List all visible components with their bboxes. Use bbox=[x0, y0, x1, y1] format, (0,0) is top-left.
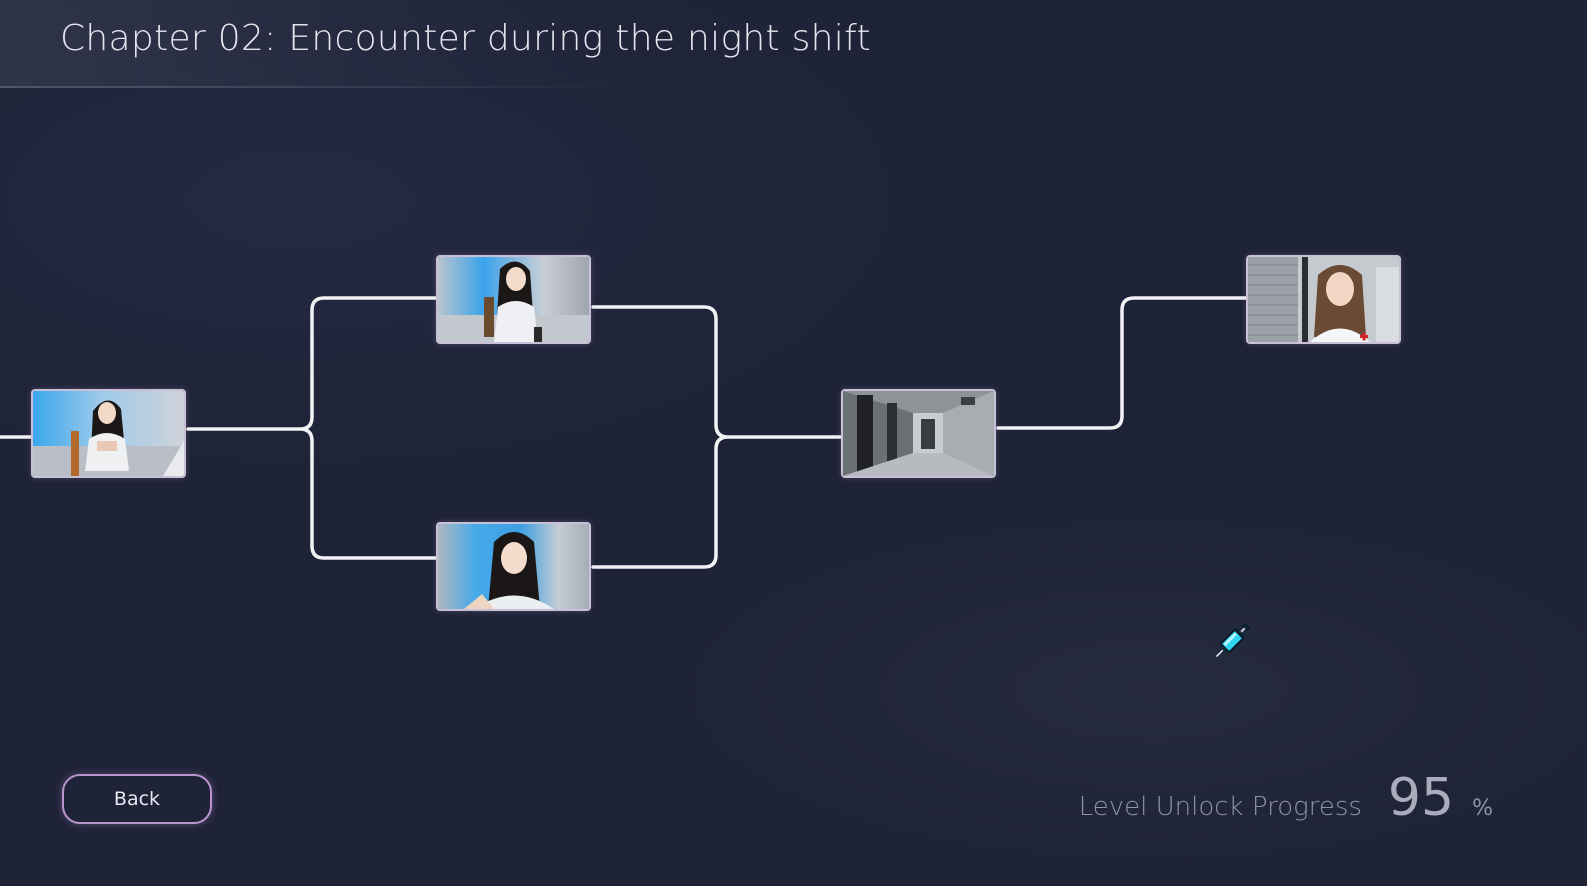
progress-label: Level Unlock Progress bbox=[1078, 792, 1362, 822]
scene-node-4[interactable] bbox=[1246, 255, 1401, 344]
progress-value: 95 bbox=[1387, 768, 1455, 828]
level-unlock-progress: Level Unlock Progress 95 % bbox=[1079, 768, 1493, 828]
scene-thumbnail-hospital-corridor bbox=[843, 391, 994, 476]
scene-node-3[interactable] bbox=[841, 389, 996, 478]
scene-node-2b[interactable] bbox=[436, 522, 591, 611]
scene-thumbnail-nurse-portrait bbox=[1248, 257, 1399, 342]
path-branch-split bbox=[186, 296, 439, 560]
chapter-title: Chapter 02: Encounter during the night s… bbox=[60, 18, 871, 59]
scene-thumbnail-woman-seated bbox=[33, 391, 184, 476]
scene-node-1[interactable] bbox=[31, 389, 186, 478]
scene-thumbnail-woman-seated-top bbox=[438, 257, 589, 342]
scene-node-2a[interactable] bbox=[436, 255, 591, 344]
back-button[interactable]: Back bbox=[62, 774, 212, 824]
path-final-line bbox=[996, 296, 1249, 430]
path-branch-merge bbox=[591, 305, 844, 569]
title-bar: Chapter 02: Encounter during the night s… bbox=[0, 0, 871, 88]
scene-thumbnail-woman-closeup bbox=[438, 524, 589, 609]
progress-unit: % bbox=[1472, 796, 1493, 821]
syringe-icon bbox=[1215, 622, 1251, 658]
